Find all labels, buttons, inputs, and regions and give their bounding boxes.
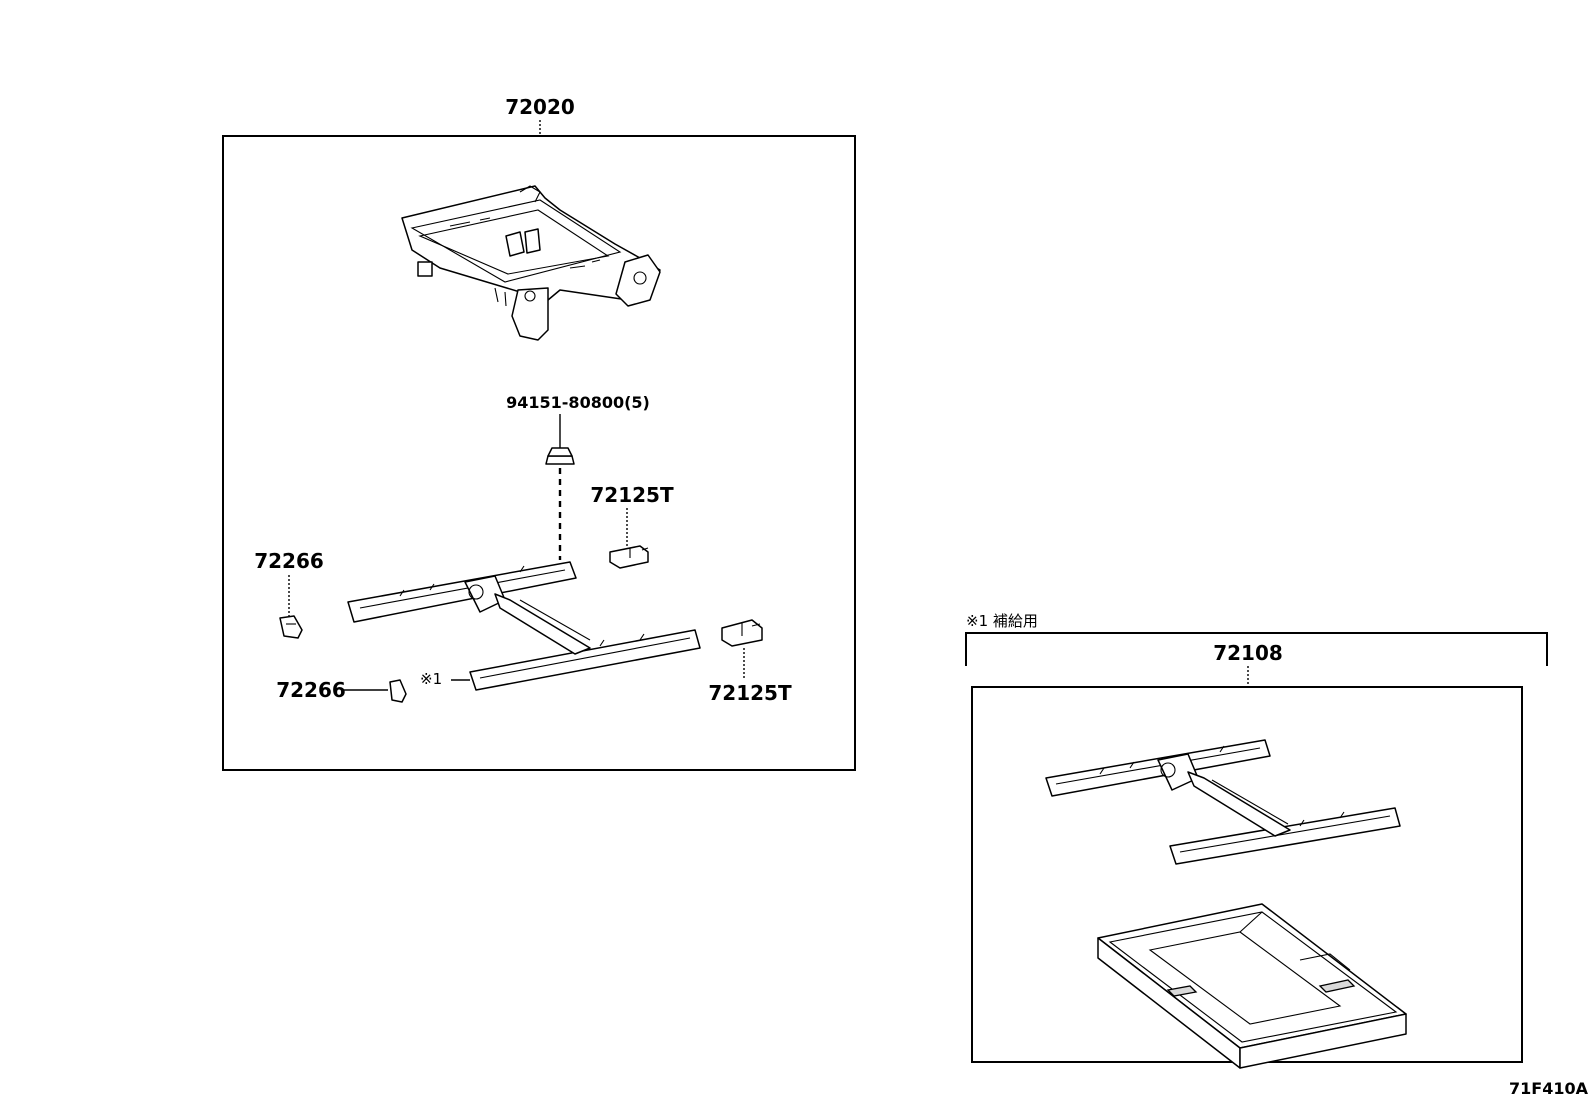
part-label-72020[interactable]: 72020 (505, 95, 575, 119)
clip-upper-illustration (279, 615, 303, 639)
supply-bracket (965, 632, 1548, 666)
seat-track-supply-illustration (1045, 739, 1401, 865)
figure-code: 71F410A (1509, 1079, 1589, 1098)
trim-cover-upper-illustration (609, 545, 649, 569)
seat-frame-illustration (401, 185, 661, 341)
supply-note: ※1 補給用 (966, 612, 1038, 630)
part-label-72108[interactable]: 72108 (1213, 641, 1283, 665)
note-marker-1: ※1 (420, 670, 442, 688)
part-label-72266-upper[interactable]: 72266 (254, 549, 324, 573)
seat-track-illustration (347, 561, 701, 691)
part-label-72266-lower[interactable]: 72266 (276, 678, 346, 702)
trim-cover-lower-illustration (721, 619, 763, 647)
assembly-box-72020 (222, 135, 856, 771)
clip-lower-illustration (389, 679, 407, 703)
part-label-94151-80800[interactable]: 94151-80800(5) (506, 393, 650, 412)
packaging-tray-illustration (1097, 903, 1407, 1069)
part-label-72125T-lower[interactable]: 72125T (708, 681, 792, 705)
nut-illustration (545, 447, 575, 465)
part-label-72125T-upper[interactable]: 72125T (590, 483, 674, 507)
